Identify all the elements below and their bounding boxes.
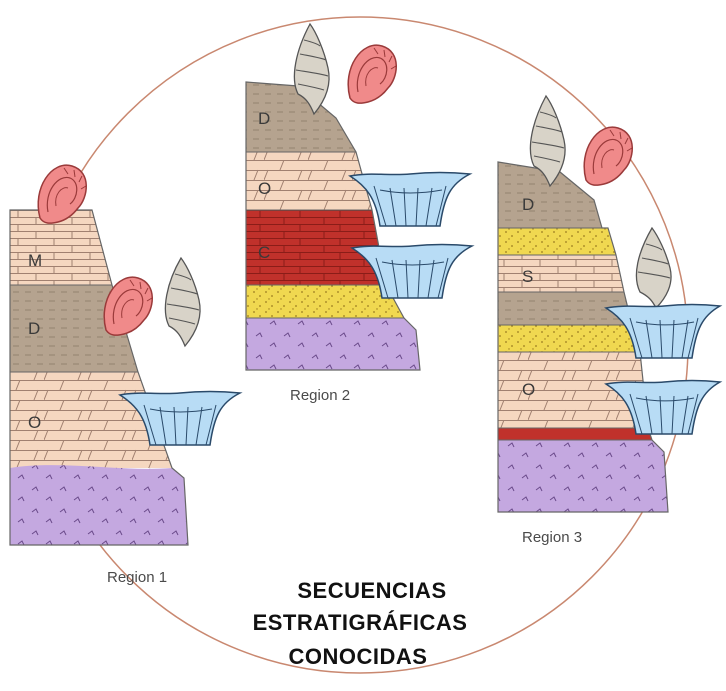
gastropod-icon	[636, 228, 671, 308]
layer-label: M	[28, 251, 42, 270]
title-line-3: CONOCIDAS	[289, 644, 428, 669]
ammonite-icon	[584, 127, 632, 185]
layer-label: D	[522, 195, 534, 214]
layer-red-bed	[498, 428, 652, 440]
region-2-label: Region 2	[290, 387, 350, 404]
title-line-2: ESTRATIGRÁFICAS	[253, 610, 468, 635]
region-3-label: Region 3	[522, 529, 582, 546]
layer-label: O	[28, 413, 41, 432]
layer-label: O	[522, 380, 535, 399]
layer-label: S	[522, 267, 533, 286]
ammonite-icon	[348, 45, 396, 103]
region-1-label: Region 1	[107, 569, 167, 586]
layer-label: C	[258, 243, 270, 262]
layer-label: D	[258, 109, 270, 128]
layer-label: O	[258, 179, 271, 198]
title-line-1: SECUENCIAS	[297, 578, 446, 603]
gastropod-icon	[165, 258, 200, 346]
layer-label: D	[28, 319, 40, 338]
